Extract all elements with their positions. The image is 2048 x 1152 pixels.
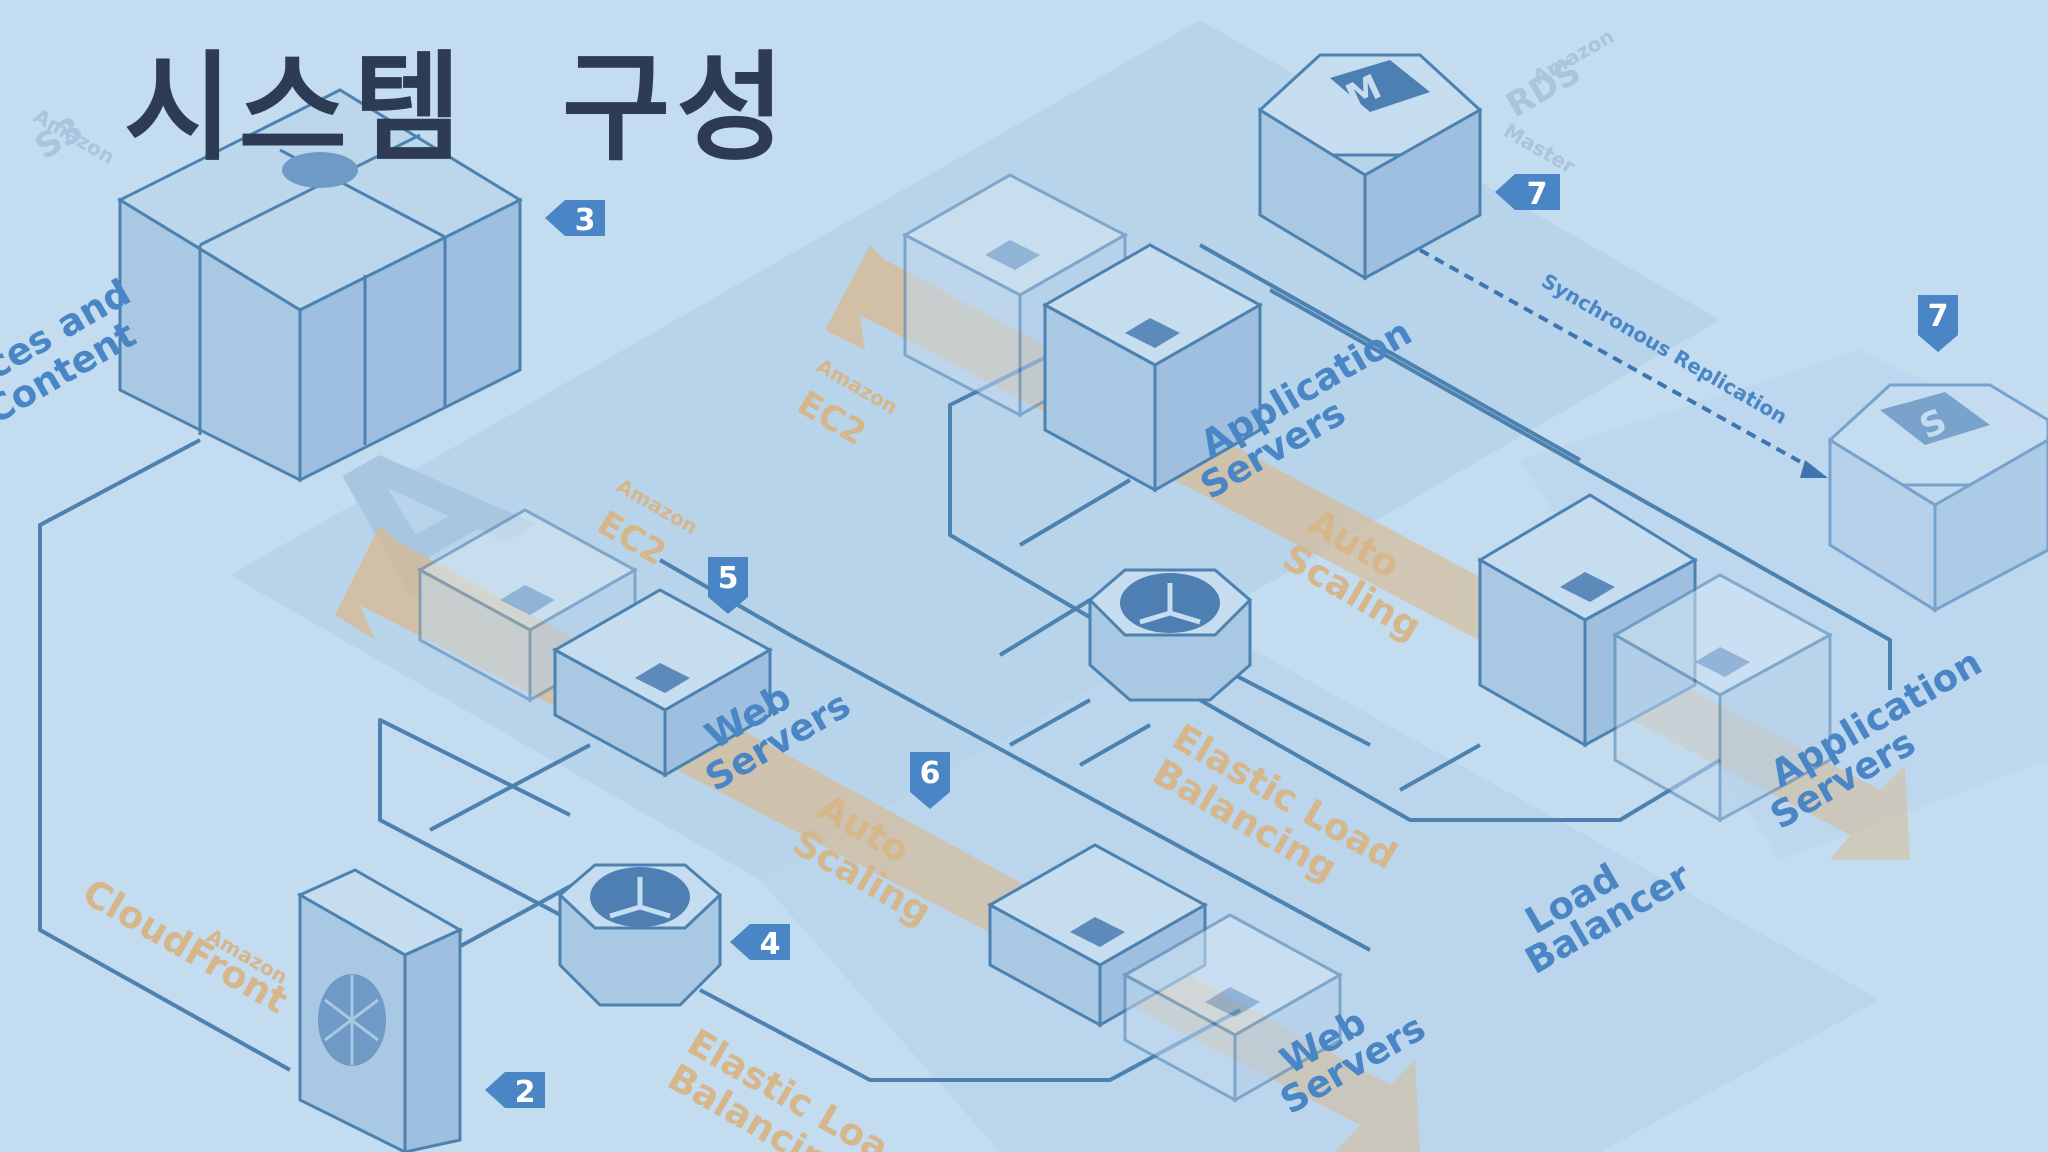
svg-text:7: 7 bbox=[1928, 299, 1949, 334]
elb-bottom bbox=[557, 863, 723, 1007]
rds-master: M bbox=[1257, 53, 1483, 281]
cloudfront-name-label: CloudFront bbox=[76, 871, 296, 1023]
app-server-1 bbox=[1041, 243, 1264, 493]
badge-cloudfront: 2 bbox=[485, 1072, 545, 1110]
badge-s3: 3 bbox=[545, 200, 605, 238]
app-server-ghost-2 bbox=[1611, 573, 1834, 823]
svg-text:2: 2 bbox=[515, 1075, 536, 1110]
badge-web-tier: 5 bbox=[708, 557, 748, 614]
svg-text:6: 6 bbox=[920, 756, 941, 791]
svg-text:7: 7 bbox=[1527, 177, 1548, 212]
sync-replication-arrowhead bbox=[1800, 460, 1828, 478]
page-title: 시스템 구성 bbox=[124, 39, 791, 177]
s3-bucket-icon bbox=[282, 152, 358, 188]
badge-web-scaling: 6 bbox=[910, 752, 950, 809]
web-server-1 bbox=[551, 588, 774, 778]
s3-bucket bbox=[116, 88, 524, 483]
elb-top bbox=[1087, 568, 1253, 702]
svg-text:4: 4 bbox=[760, 927, 781, 962]
web-server-ghost-2 bbox=[1121, 913, 1344, 1103]
svg-text:3: 3 bbox=[575, 203, 596, 238]
availability-zone-panel-2 bbox=[760, 620, 1880, 1152]
badge-elb-web: 4 bbox=[730, 924, 790, 962]
svg-text:5: 5 bbox=[718, 561, 739, 596]
cloudfront-edge bbox=[296, 868, 464, 1152]
sync-replication-line bbox=[1419, 248, 1816, 472]
badge-rds-master: 7 bbox=[1495, 174, 1560, 212]
rds-role-label: Master bbox=[1500, 119, 1580, 179]
rds-slave: S bbox=[1827, 383, 2048, 613]
badge-rds-slave: 7 bbox=[1918, 295, 1958, 352]
